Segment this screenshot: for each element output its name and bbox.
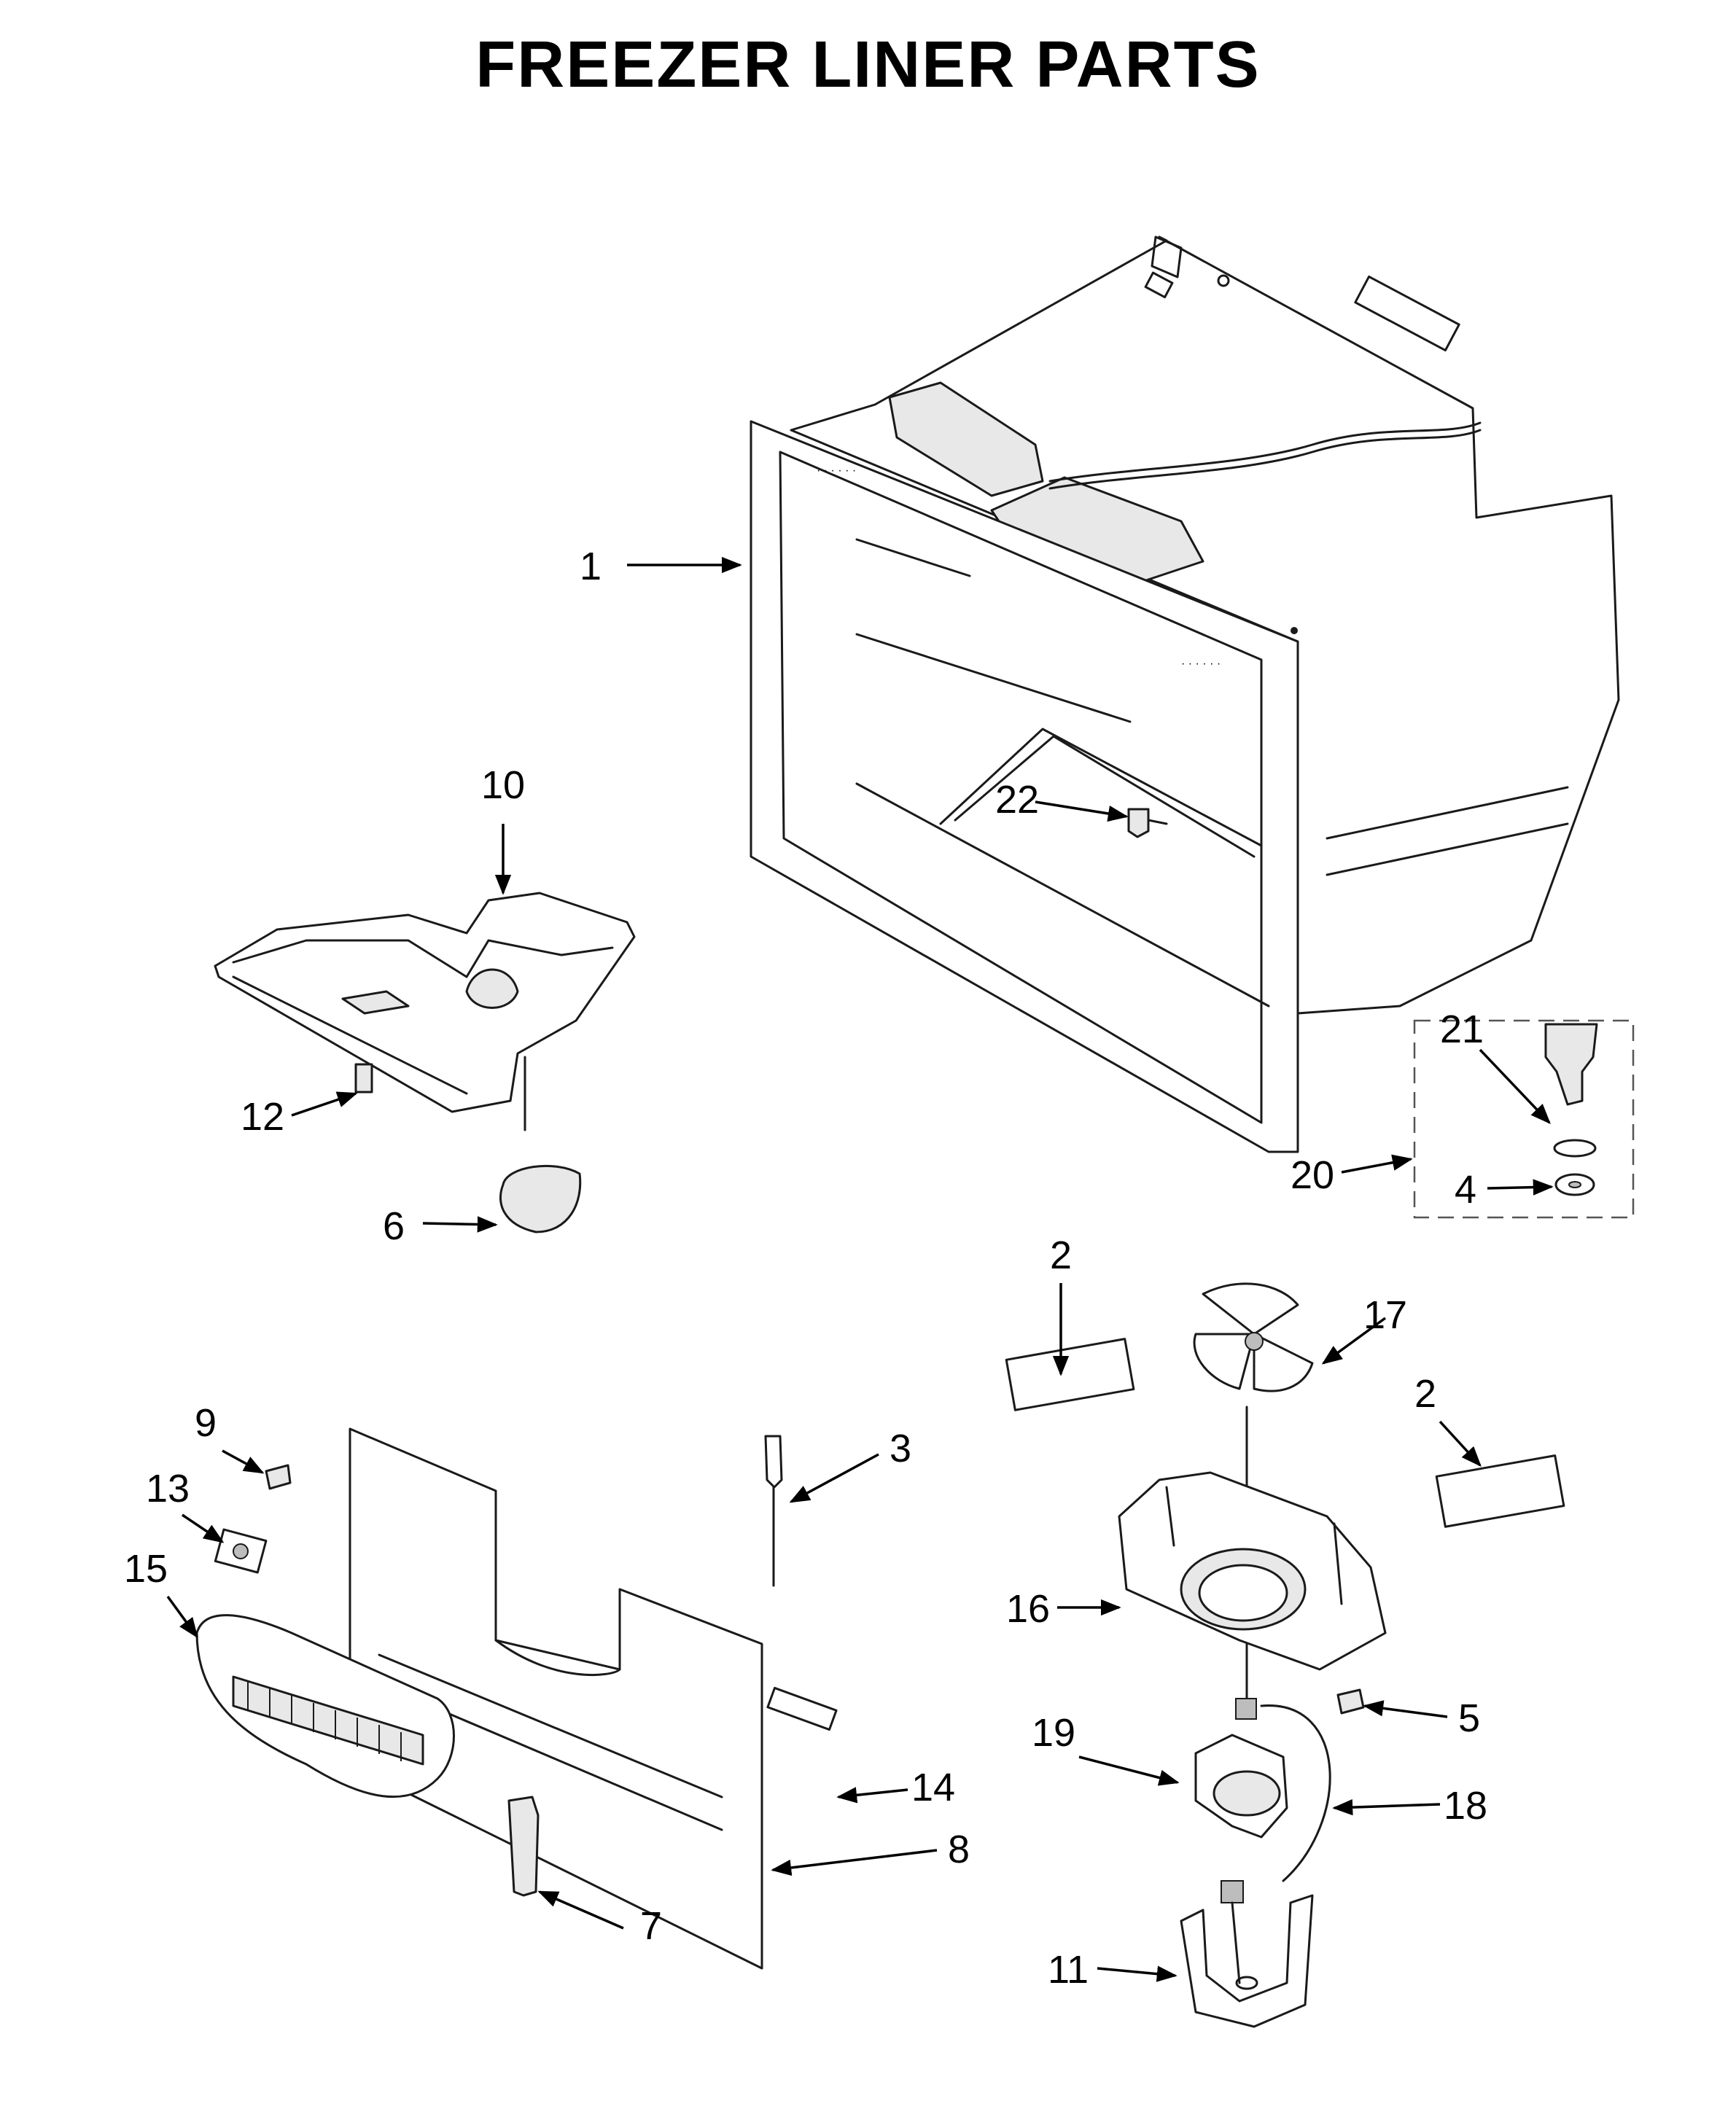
foam-block-right: [1435, 1454, 1565, 1528]
svg-text:· · · · · ·: · · · · · ·: [1181, 658, 1221, 670]
callout-leader-arrow: [222, 1449, 265, 1474]
callout-number: 19: [1032, 1711, 1075, 1755]
callout-leader-arrow: [422, 1216, 498, 1233]
callout-number: 8: [948, 1828, 970, 1871]
callout-number: 18: [1444, 1784, 1487, 1828]
page-title: FREEZER LINER PARTS: [475, 28, 1261, 101]
callout-number: 21: [1440, 1007, 1484, 1051]
callout-leader-arrow: [1479, 1048, 1551, 1125]
callout-leader-arrow: [1321, 1317, 1387, 1365]
callout-leader-arrow: [537, 1890, 624, 1930]
callout-leader-arrow: [291, 1091, 358, 1117]
callout-number: 22: [995, 778, 1039, 822]
callout-number: 1: [580, 545, 602, 588]
callout-leader-arrow: [1341, 1154, 1413, 1174]
svg-text:· · · · · ·: · · · · · ·: [817, 464, 856, 477]
freezer-liner: · · · · · · · · · · · ·: [750, 235, 1620, 1153]
callout-number: 6: [383, 1204, 405, 1248]
air-diffuser-grille: [195, 1614, 455, 1798]
callout-number: 11: [1048, 1948, 1089, 1992]
motor-bracket: [1180, 1880, 1314, 2028]
callout-number: 10: [481, 763, 525, 807]
callout-leader-arrow: [1439, 1420, 1482, 1467]
callout-leader-arrow: [836, 1787, 908, 1804]
callout-number: 4: [1455, 1168, 1476, 1212]
drain-tray: [214, 892, 636, 1131]
callout-number: 7: [640, 1904, 662, 1948]
foam-strip-14: [766, 1686, 838, 1731]
callout-number: 2: [1050, 1233, 1072, 1277]
callout-leader-arrow: [182, 1513, 225, 1543]
callout-number: 3: [890, 1427, 911, 1470]
callout-leader-arrow: [1487, 1179, 1554, 1196]
callout-number: 15: [124, 1547, 168, 1591]
foam-block-left: [1005, 1338, 1135, 1411]
drain-fitting: [1544, 1023, 1598, 1196]
callout-number: 17: [1363, 1293, 1407, 1337]
callout-number: 20: [1291, 1153, 1334, 1197]
callout-number: 5: [1458, 1696, 1480, 1740]
fan-blade: [1193, 1282, 1314, 1392]
callout-leader-arrow: [1332, 1798, 1441, 1816]
fan-motor: [1194, 1698, 1331, 1882]
callout-number: 2: [1414, 1372, 1436, 1416]
callout-number: 16: [1006, 1587, 1050, 1631]
callout-leader-arrow: [1035, 800, 1129, 822]
bracket-7: [507, 1796, 540, 1897]
callout-leader-arrow: [1078, 1755, 1180, 1786]
callout-number: 9: [195, 1401, 217, 1445]
clip: [354, 1063, 373, 1094]
screw-5: [1336, 1688, 1365, 1715]
callout-leader-arrow: [1363, 1700, 1448, 1718]
callout-leader-arrow: [1097, 1965, 1178, 1982]
callout-leader-arrow: [789, 1453, 879, 1503]
part-20-kit-box: [1413, 1019, 1635, 1219]
callout-number: 12: [241, 1095, 284, 1139]
thermistor: [764, 1435, 783, 1587]
damper-motor-13: [214, 1528, 268, 1574]
callout-number: 14: [911, 1766, 955, 1809]
callout-number: 13: [146, 1467, 190, 1511]
callout-leader-arrow: [166, 1595, 198, 1639]
screw-9: [265, 1464, 292, 1490]
fan-shroud: [1118, 1471, 1387, 1671]
liner-plug: [1127, 808, 1168, 838]
damper-cap: [499, 1164, 582, 1233]
callout-leader-arrow: [771, 1849, 938, 1876]
